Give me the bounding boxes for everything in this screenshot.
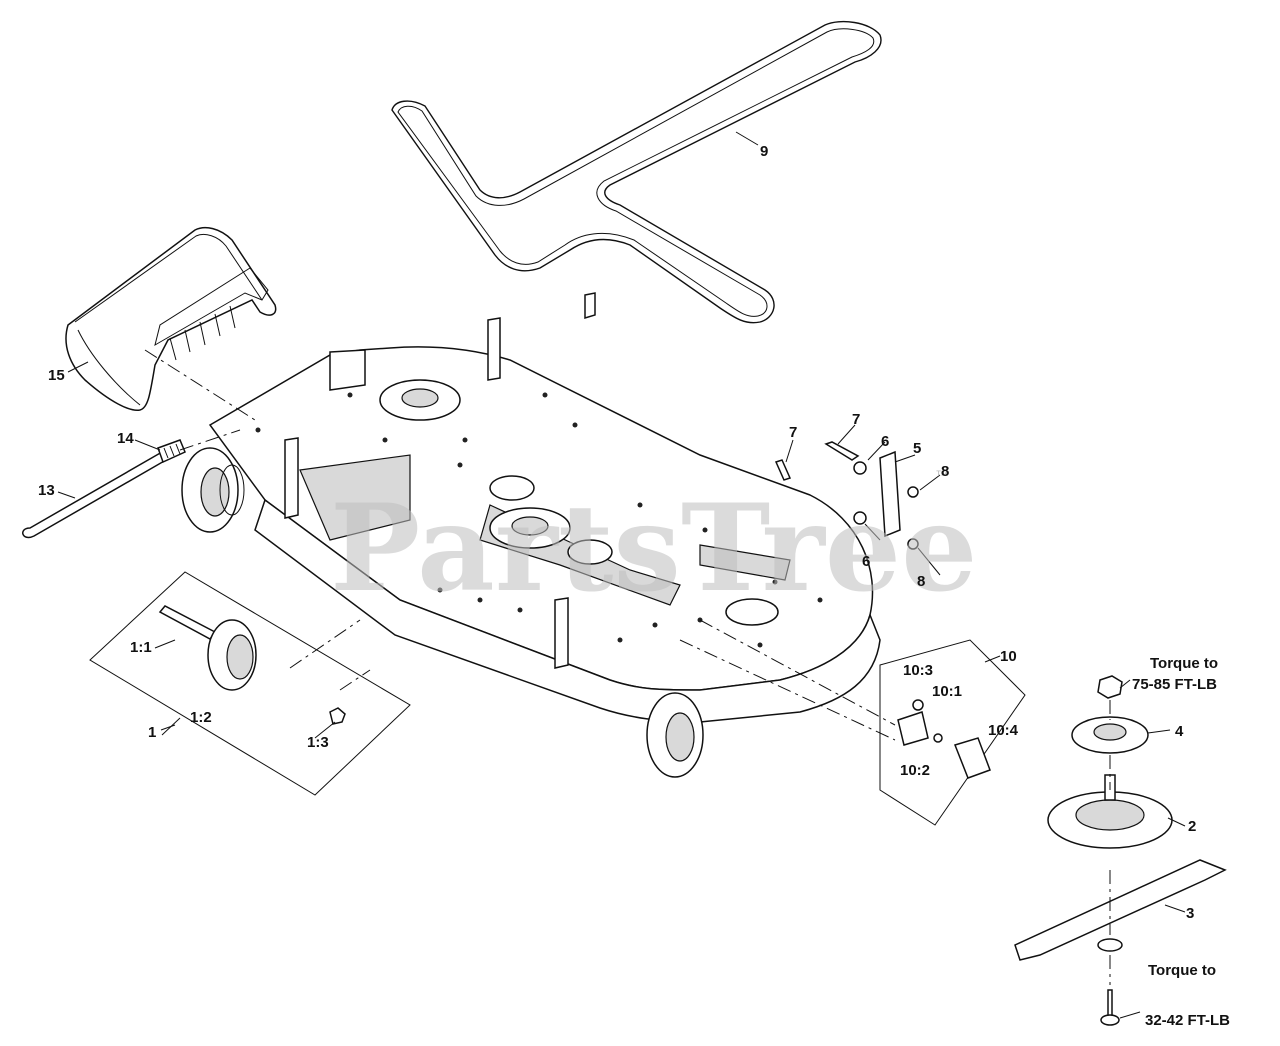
callout-6b[interactable]: 6 xyxy=(862,553,870,570)
callout-7b[interactable]: 7 xyxy=(852,411,860,428)
callout-10-4[interactable]: 10:4 xyxy=(988,722,1019,739)
callout-labels: 9 15 14 13 7 7 6 5 8 6 8 10 10:3 10:1 10… xyxy=(38,143,1196,922)
torque-top-line1: Torque to xyxy=(1150,655,1218,672)
drive-belt[interactable] xyxy=(391,20,882,324)
deck-wheel-left[interactable] xyxy=(181,447,245,533)
callout-3[interactable]: 3 xyxy=(1186,905,1194,922)
deck-wheel-right[interactable] xyxy=(646,692,704,778)
wheel-assembly-parts[interactable] xyxy=(158,605,346,725)
mower-deck[interactable] xyxy=(208,292,881,723)
callout-8a[interactable]: 8 xyxy=(941,463,949,480)
spindle-stack[interactable] xyxy=(1014,675,1227,1026)
callout-7a[interactable]: 7 xyxy=(789,424,797,441)
rod-and-spring[interactable] xyxy=(22,439,186,539)
watermark-trademark: ™ xyxy=(935,467,949,483)
callout-10[interactable]: 10 xyxy=(1000,648,1017,665)
callout-4[interactable]: 4 xyxy=(1175,723,1184,740)
callout-6a[interactable]: 6 xyxy=(881,433,889,450)
wheel-assembly-box xyxy=(89,571,411,796)
assembly-lines xyxy=(144,349,1111,985)
callout-1[interactable]: 1 xyxy=(148,724,156,741)
grease-fitting-parts[interactable] xyxy=(897,699,991,779)
callout-10-2[interactable]: 10:2 xyxy=(900,762,930,779)
torque-note-top: Torque to 75-85 FT-LB xyxy=(1132,655,1218,693)
leader-lines xyxy=(57,131,1186,1019)
callout-10-3[interactable]: 10:3 xyxy=(903,662,933,679)
callout-1-1[interactable]: 1:1 xyxy=(130,639,152,656)
callout-1-2[interactable]: 1:2 xyxy=(190,709,212,726)
hardware-group[interactable] xyxy=(774,441,919,550)
callout-9[interactable]: 9 xyxy=(760,143,768,160)
callout-5[interactable]: 5 xyxy=(913,440,921,457)
callout-2[interactable]: 2 xyxy=(1188,818,1196,835)
callout-1-3[interactable]: 1:3 xyxy=(307,734,329,751)
callout-13[interactable]: 13 xyxy=(38,482,55,499)
torque-bottom-line2: 32-42 FT-LB xyxy=(1145,1012,1230,1029)
watermark: PartsTree xyxy=(330,478,977,619)
callout-10-1[interactable]: 10:1 xyxy=(932,683,962,700)
torque-note-bottom: Torque to 32-42 FT-LB xyxy=(1145,962,1230,1029)
torque-top-line2: 75-85 FT-LB xyxy=(1132,676,1217,693)
discharge-chute[interactable] xyxy=(65,227,277,411)
callout-15[interactable]: 15 xyxy=(48,367,65,384)
callout-14[interactable]: 14 xyxy=(117,430,134,447)
callout-8b[interactable]: 8 xyxy=(917,573,925,590)
torque-bottom-line1: Torque to xyxy=(1148,962,1216,979)
